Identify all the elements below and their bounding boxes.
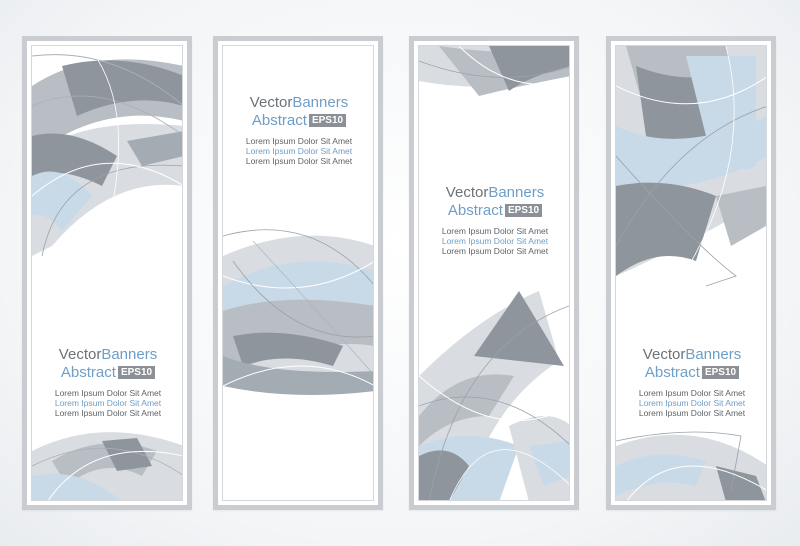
banner-3-lorem: Lorem Ipsum Dolor Sit Amet Lorem Ipsum D… bbox=[419, 226, 569, 256]
banner-2-lorem-line-2: Lorem Ipsum Dolor Sit Amet bbox=[245, 146, 353, 156]
banner-3-eps-badge: EPS10 bbox=[504, 204, 543, 217]
banner-2-abstract-art bbox=[223, 229, 373, 395]
banner-4-abstract-art bbox=[616, 46, 766, 500]
banner-3-title-vector: Vector bbox=[445, 184, 489, 201]
banner-2-title-abstract: Abstract bbox=[251, 112, 307, 129]
banner-3-title-abstract: Abstract bbox=[447, 202, 503, 219]
banner-1-title-line-1: VectorBanners bbox=[32, 346, 182, 364]
banner-4-title-banners: Banners bbox=[685, 346, 742, 363]
banner-3-lorem-line-3: Lorem Ipsum Dolor Sit Amet bbox=[441, 246, 549, 256]
banner-3-lorem-line-2: Lorem Ipsum Dolor Sit Amet bbox=[441, 236, 549, 246]
banner-4-title-vector: Vector bbox=[642, 346, 686, 363]
banner-4-lorem-line-1: Lorem Ipsum Dolor Sit Amet bbox=[638, 388, 746, 398]
banner-2-title-banners: Banners bbox=[292, 94, 349, 111]
banner-3-title-banners: Banners bbox=[488, 184, 545, 201]
banner-1-lorem: Lorem Ipsum Dolor Sit Amet Lorem Ipsum D… bbox=[32, 388, 182, 418]
banner-1-lorem-line-3: Lorem Ipsum Dolor Sit Amet bbox=[54, 408, 162, 418]
banner-1-title-abstract: Abstract bbox=[60, 364, 116, 381]
banner-2-lorem-line-3: Lorem Ipsum Dolor Sit Amet bbox=[245, 156, 353, 166]
banner-1-lorem-line-2: Lorem Ipsum Dolor Sit Amet bbox=[54, 398, 162, 408]
banner-2-eps-badge: EPS10 bbox=[308, 114, 347, 127]
banner-1-title-vector: Vector bbox=[58, 346, 102, 363]
banner-3-lorem-line-1: Lorem Ipsum Dolor Sit Amet bbox=[441, 226, 549, 236]
banner-4-lorem-line-3: Lorem Ipsum Dolor Sit Amet bbox=[638, 408, 746, 418]
banner-1-abstract-art bbox=[32, 50, 182, 500]
banner-1-eps-badge: EPS10 bbox=[117, 366, 156, 379]
banner-1-title-banners: Banners bbox=[101, 346, 158, 363]
banner-3-abstract-art bbox=[419, 46, 569, 500]
banner-2-lorem: Lorem Ipsum Dolor Sit Amet Lorem Ipsum D… bbox=[223, 136, 373, 166]
banner-3-title-line-1: VectorBanners bbox=[419, 184, 569, 202]
banner-2-title-line-1: VectorBanners bbox=[223, 94, 373, 112]
banner-4-lorem-line-2: Lorem Ipsum Dolor Sit Amet bbox=[638, 398, 746, 408]
banner-4-eps-badge: EPS10 bbox=[701, 366, 740, 379]
banner-1-lorem-line-1: Lorem Ipsum Dolor Sit Amet bbox=[54, 388, 162, 398]
banner-4-lorem: Lorem Ipsum Dolor Sit Amet Lorem Ipsum D… bbox=[616, 388, 766, 418]
banner-4-title-abstract: Abstract bbox=[644, 364, 700, 381]
banner-2-lorem-line-1: Lorem Ipsum Dolor Sit Amet bbox=[245, 136, 353, 146]
banner-2-title-vector: Vector bbox=[249, 94, 293, 111]
banner-4-title-line-1: VectorBanners bbox=[616, 346, 766, 364]
